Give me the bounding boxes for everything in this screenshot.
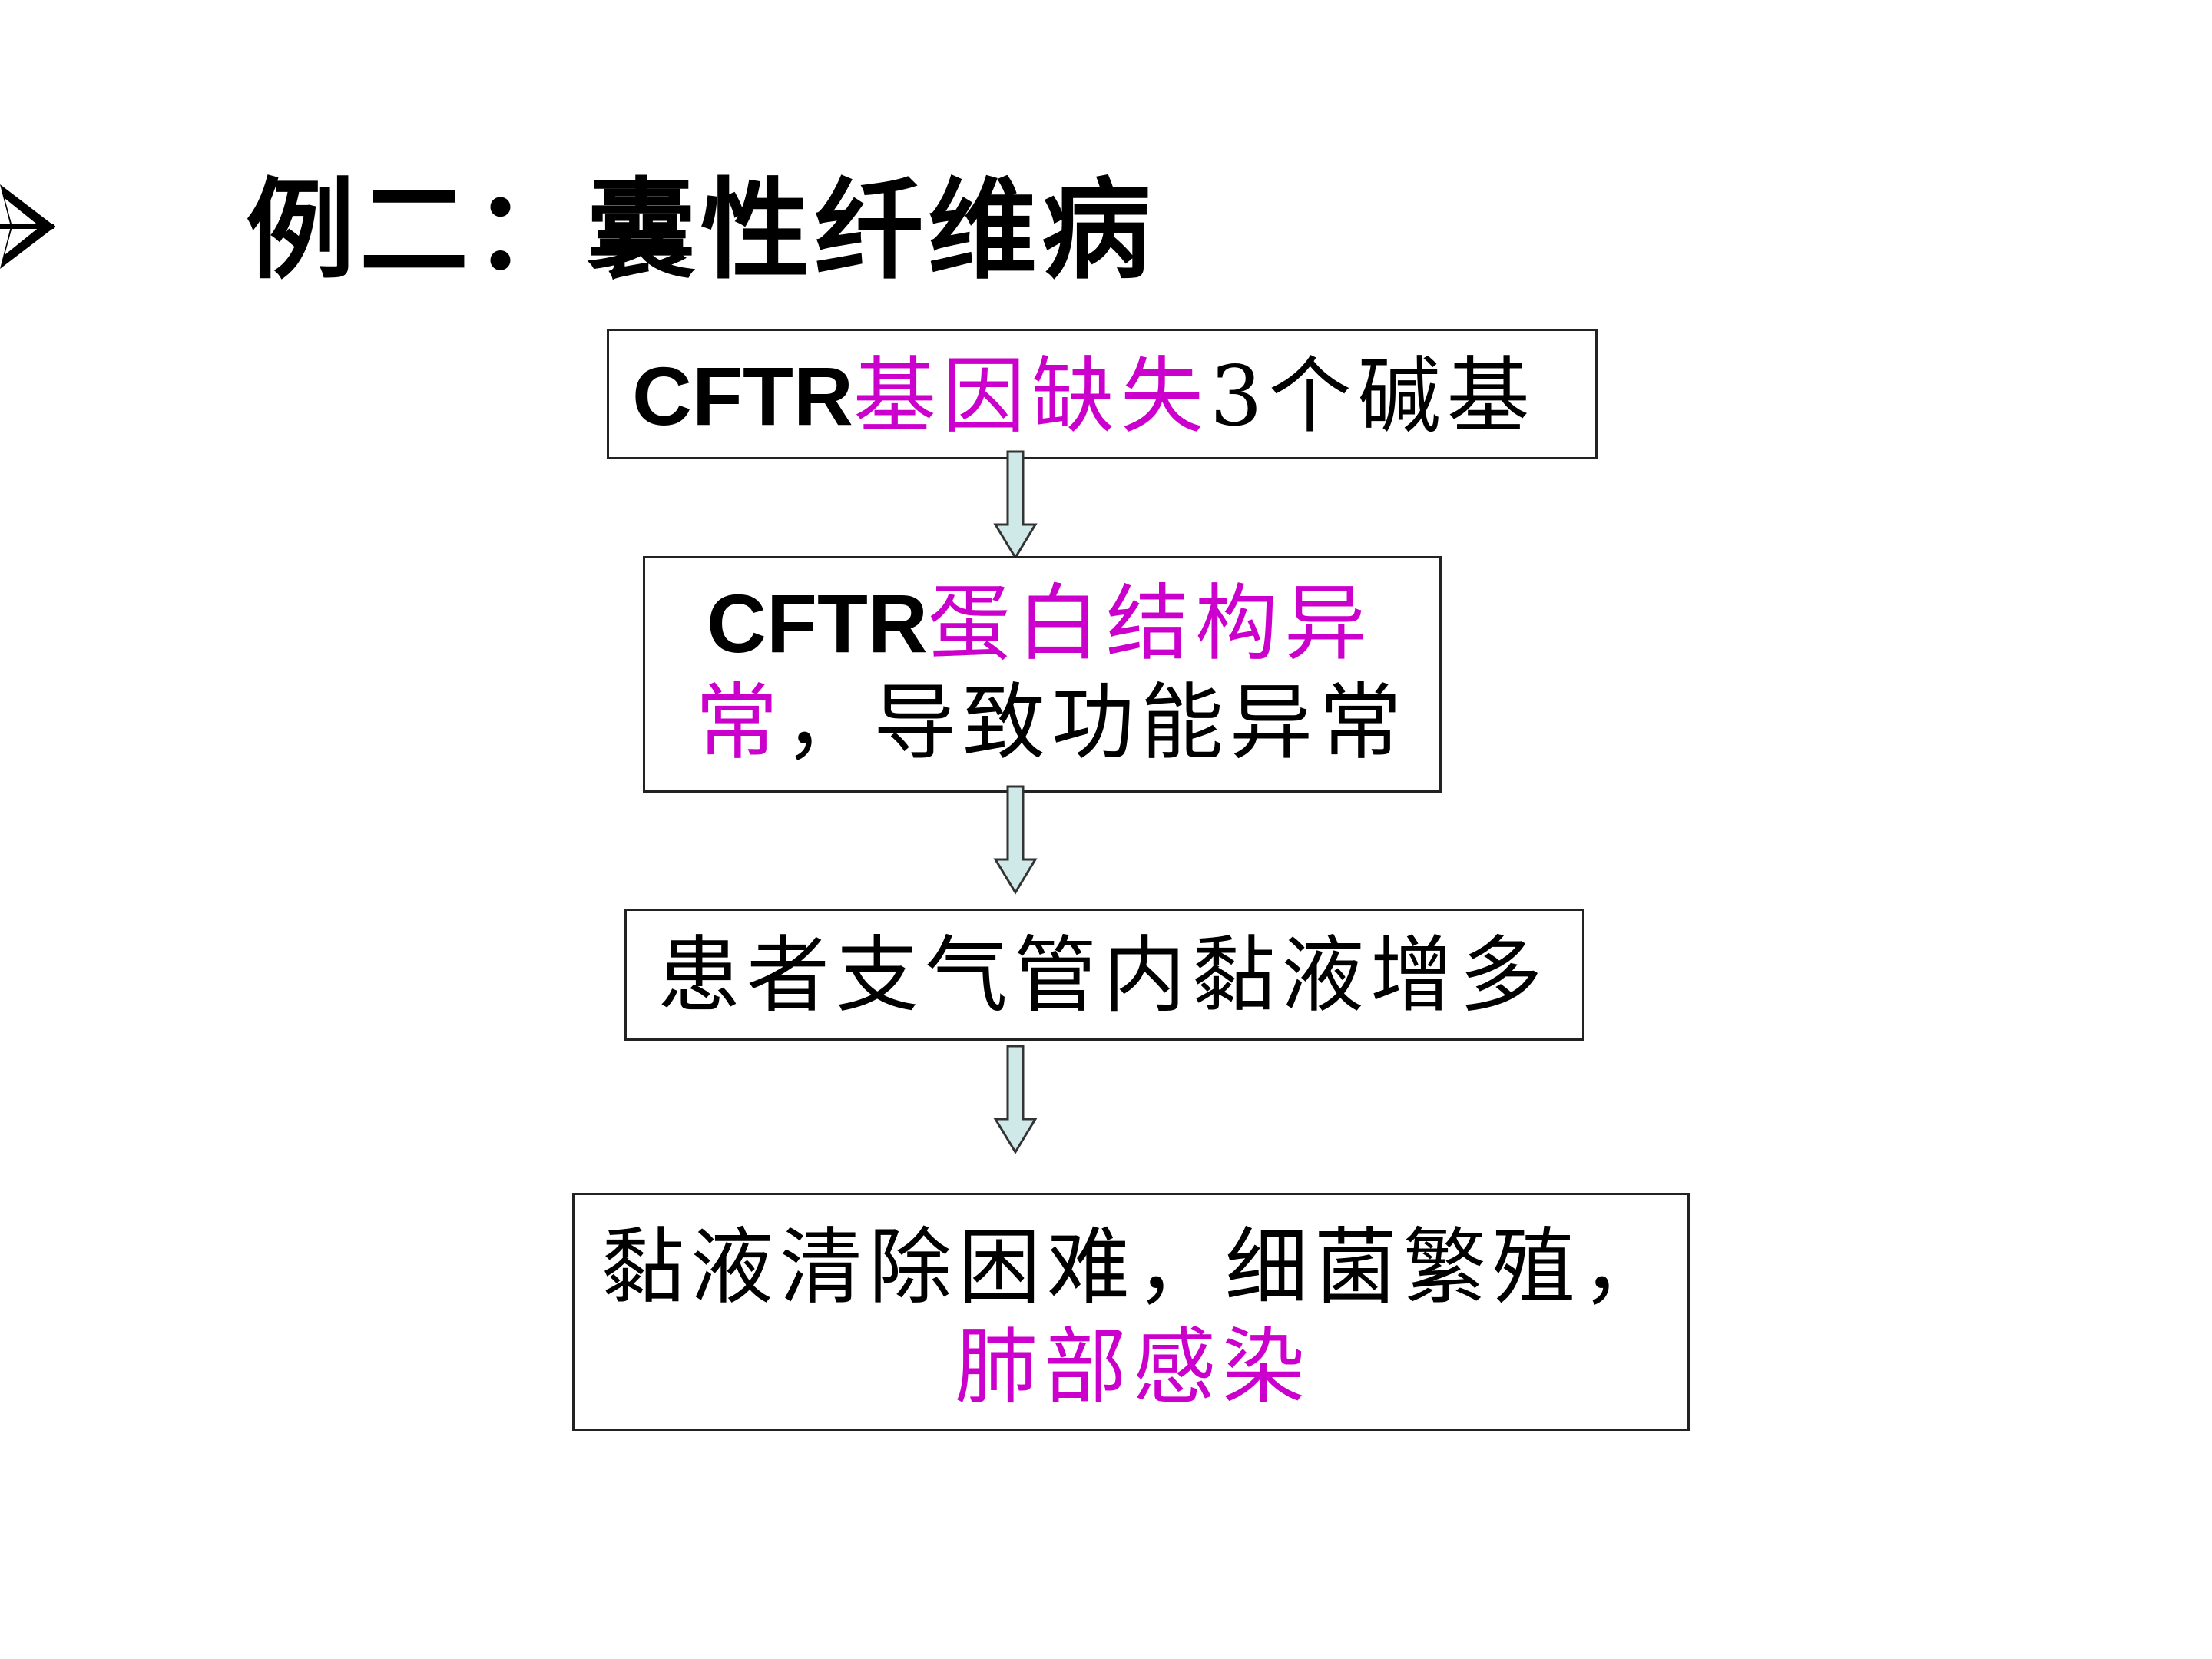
flow-arrow-2-icon — [993, 785, 1038, 895]
flow-step-1-text: CFTR基因缺失3个碱基 — [632, 346, 1536, 447]
flow-step-1-prefix: CFTR — [632, 349, 853, 442]
flow-arrow-1-icon — [993, 450, 1038, 560]
flow-step-2-prefix: CFTR — [707, 577, 928, 670]
flow-step-2-box: CFTR蛋白结构异 常，导致功能异常 — [643, 556, 1442, 793]
flow-step-2-line-1: CFTR蛋白结构异 — [707, 574, 1373, 674]
flow-step-2-highlight-2: 常 — [695, 675, 785, 771]
flow-step-3-box: 患者支气管内黏液增多 — [624, 909, 1584, 1041]
flow-step-1-highlight: 基因缺失 — [853, 349, 1210, 445]
flow-step-2-suffix: ，导致功能异常 — [784, 675, 1409, 771]
flow-step-4-line-2: 肺部感染 — [955, 1320, 1312, 1416]
flow-step-1-box: CFTR基因缺失3个碱基 — [607, 329, 1598, 459]
slide-title: 例二：囊性纤维病 — [246, 167, 1155, 294]
flow-step-1-suffix: 3个碱基 — [1209, 349, 1536, 445]
flow-arrow-3-icon — [993, 1045, 1038, 1154]
flow-step-4-box: 黏液清除困难，细菌繁殖， 肺部感染 — [572, 1193, 1690, 1431]
flow-step-2-line-2: 常，导致功能异常 — [695, 674, 1408, 773]
flow-step-3-text: 患者支气管内黏液增多 — [657, 928, 1549, 1024]
bullet-arrowhead-icon — [0, 184, 55, 269]
flow-step-4-line-1: 黏液清除困难，细菌繁殖， — [601, 1220, 1671, 1316]
flow-step-2-highlight-1: 蛋白结构异 — [927, 576, 1373, 672]
